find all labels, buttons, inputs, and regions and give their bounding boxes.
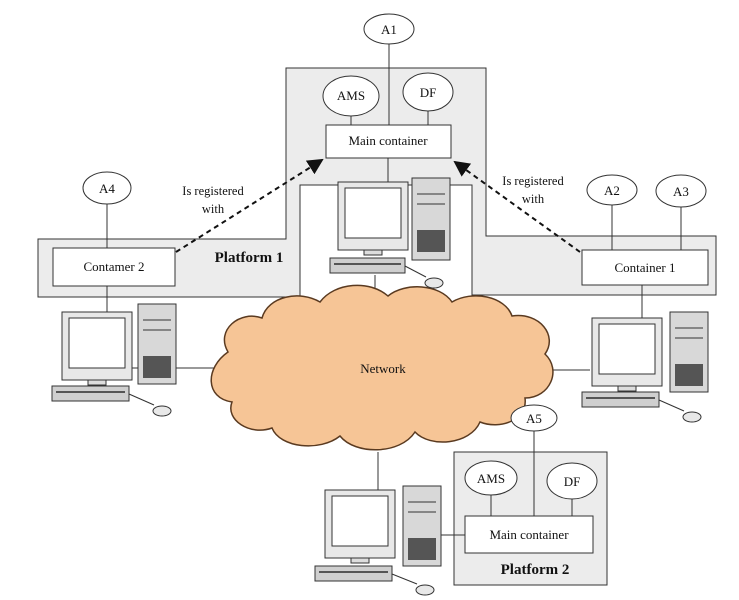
main-container-2-box xyxy=(464,515,594,554)
computer-icon xyxy=(581,311,709,423)
agent-a3-ellipse xyxy=(655,174,707,208)
platform-1-label: Platform 1 xyxy=(215,250,284,266)
agent-a2-ellipse xyxy=(586,174,638,206)
registered-note-right-line1: Is registered xyxy=(502,174,564,188)
agent-ams2-ellipse xyxy=(464,460,518,496)
agent-a3-label: A3 xyxy=(673,184,689,199)
main-container-1-label: Main container xyxy=(348,133,428,148)
network-label: Network xyxy=(360,361,406,376)
container-1-box xyxy=(581,249,709,286)
agent-a1-label: A1 xyxy=(381,22,397,37)
agent-ams1-ellipse xyxy=(322,75,380,117)
registered-note-left-line2: with xyxy=(202,202,225,216)
container-2-box xyxy=(52,247,176,287)
registered-note-left-line1: Is registered xyxy=(182,184,244,198)
container-2-label: Contamer 2 xyxy=(83,259,144,274)
main-container-1-box xyxy=(325,124,452,159)
agent-a4-label: A4 xyxy=(99,181,115,196)
agent-df1-ellipse xyxy=(402,72,454,112)
registration-arrow-right xyxy=(453,160,581,253)
agent-df1-label: DF xyxy=(420,85,437,100)
agent-df2-label: DF xyxy=(564,474,581,489)
network-cloud xyxy=(210,284,554,451)
registration-arrow-left xyxy=(175,158,324,253)
agent-df2-ellipse xyxy=(546,462,598,500)
container-1-label: Container 1 xyxy=(614,260,675,275)
main-container-2-label: Main container xyxy=(489,527,569,542)
agent-a2-label: A2 xyxy=(604,183,620,198)
agent-a4-ellipse xyxy=(82,171,132,205)
agent-a5-label: A5 xyxy=(526,411,542,426)
registered-note-right-line2: with xyxy=(522,192,545,206)
agent-a1-ellipse xyxy=(363,13,415,45)
agent-a5-ellipse xyxy=(510,404,558,432)
platform-2-label: Platform 2 xyxy=(501,562,570,578)
computer-icon xyxy=(314,485,442,596)
agent-ams2-label: AMS xyxy=(477,471,505,486)
computer-icon xyxy=(51,303,177,417)
agent-ams1-label: AMS xyxy=(337,88,365,103)
computer-icon xyxy=(329,177,451,289)
